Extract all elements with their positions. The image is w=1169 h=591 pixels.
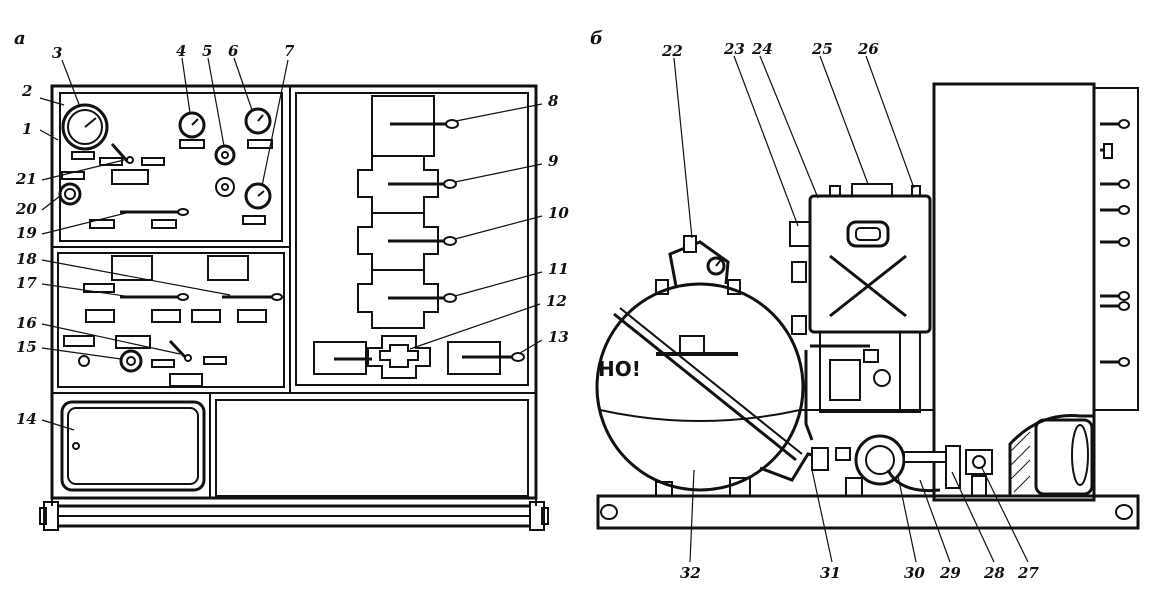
tank-gauge [706,256,726,276]
callout-16: 16 [16,314,37,332]
canister-cap [846,220,890,248]
valve-27 [965,449,993,475]
callout-32: 32 [680,564,701,582]
gear-knob [214,144,236,166]
panel-label-b: б [590,28,603,49]
valve-28 [945,445,961,489]
callout-14: 14 [16,410,37,428]
gauge-7 [244,182,272,210]
valve-housings [313,95,501,379]
callout-numbers-b: 22 23 24 25 26 27 28 29 30 31 32 [661,40,1039,582]
callout-leaders-b [673,55,1029,563]
callout-numbers-a: 2 1 3 4 5 6 7 8 9 10 11 12 13 14 15 16 1… [15,42,569,428]
large-gauge [61,103,109,151]
filler-neck [668,240,730,287]
callout-3: 3 [52,44,62,62]
upper-control-panel [59,92,283,242]
callout-leaders-a [39,57,543,431]
callout-19: 19 [16,224,37,242]
valve-panel [295,92,529,386]
pump-housing [854,434,906,486]
hose-pipe [613,312,797,462]
callout-8: 8 [548,92,559,110]
access-door [60,400,206,492]
callout-6: 6 [228,42,239,60]
callout-28: 28 [983,564,1005,582]
callout-4: 4 [176,42,186,60]
callout-17: 17 [16,274,37,292]
front-view: а [14,28,569,531]
indicator-lamp [58,182,82,206]
callout-27: 27 [1017,564,1039,582]
callout-21: 21 [15,170,37,188]
callout-24: 24 [751,40,773,58]
panel-label-a: а [14,28,26,49]
callout-26: 26 [857,40,879,58]
fuel-line [804,344,870,441]
skid-frame [596,494,1140,530]
callout-10: 10 [548,204,569,222]
toggle-switch-16 [168,339,188,360]
callout-11: 11 [548,260,569,278]
fuel-tank [595,282,805,492]
valve-handles [334,119,525,362]
callout-5: 5 [202,42,212,60]
callout-9: 9 [548,152,559,170]
callout-12: 12 [546,292,567,310]
callout-13: 13 [548,328,569,346]
engine-block [932,82,1096,502]
callout-7: 7 [284,42,295,60]
callout-1: 1 [22,120,32,138]
gauge-4 [178,111,206,139]
callout-29: 29 [939,564,961,582]
side-view: б НО! [590,28,1140,582]
callout-23: 23 [723,40,745,58]
engine-studs [1100,119,1130,367]
callout-30: 30 [904,564,925,582]
tank-stamp: НО! [598,357,641,381]
callout-2: 2 [21,82,32,100]
callout-31: 31 [820,564,841,582]
valve-wheel-15 [119,349,143,373]
callout-20: 20 [15,200,37,218]
callout-25: 25 [811,40,833,58]
callout-18: 18 [16,250,37,268]
callout-15: 15 [16,338,37,356]
toggle-switch [110,143,130,163]
canister-cross [829,254,907,318]
fuel-canister [808,194,932,334]
callout-22: 22 [661,42,683,60]
cabinet-outline [50,84,538,500]
gauge-6 [244,107,272,135]
